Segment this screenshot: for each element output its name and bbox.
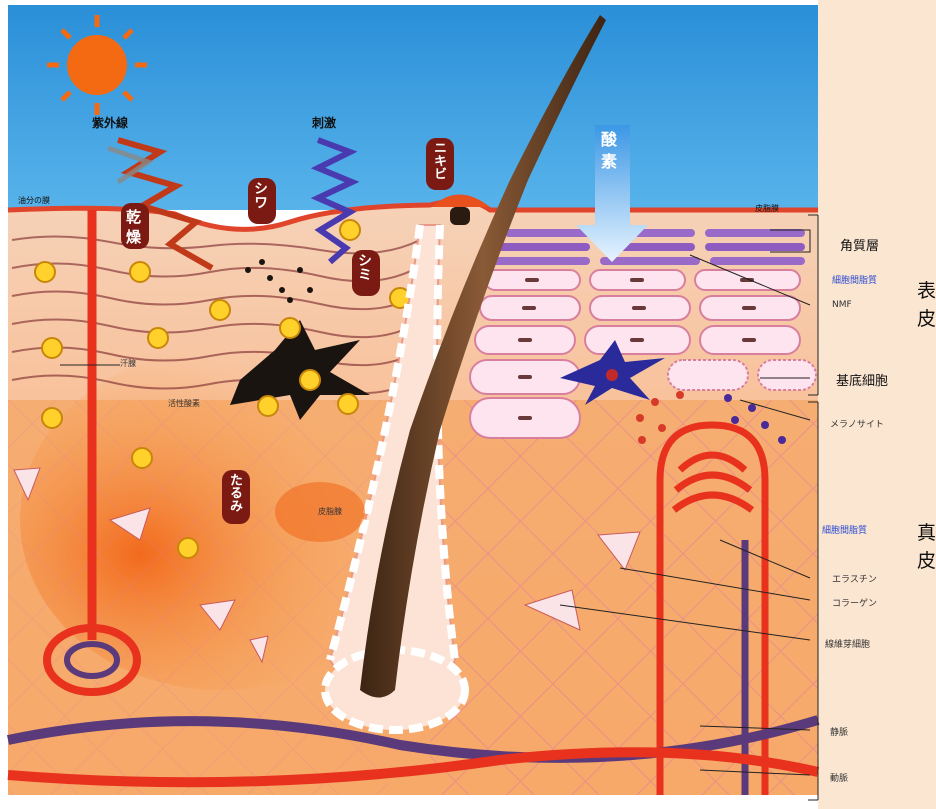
label-basal-cell: 基底細胞 bbox=[836, 370, 888, 389]
label-nmf: NMF bbox=[832, 300, 852, 310]
badge-spot: シミ bbox=[358, 253, 374, 281]
label-intercellular-lipid-top: 細胞間脂質 bbox=[832, 273, 877, 286]
label-stratum-corneum: 角質層 bbox=[840, 235, 879, 254]
label-oxygen-1: 酸 bbox=[601, 126, 617, 150]
acne-plug bbox=[450, 207, 470, 225]
label-sebum-film: 皮脂膜 bbox=[755, 203, 779, 214]
label-sweat-gland: 汗腺 bbox=[120, 358, 136, 369]
label-collagen: コラーゲン bbox=[832, 596, 877, 609]
label-stimulus: 刺激 bbox=[312, 114, 336, 131]
label-elastin: エラスチン bbox=[832, 572, 877, 585]
label-oxygen-2: 素 bbox=[601, 148, 617, 172]
label-intercellular-lipid-mid: 細胞間脂質 bbox=[822, 523, 867, 536]
label-dermis-1: 真 bbox=[917, 518, 936, 545]
basal-cell-row bbox=[668, 360, 816, 390]
label-artery: 動脈 bbox=[830, 771, 848, 784]
label-sebaceous-gland: 皮脂腺 bbox=[318, 506, 342, 517]
melanocyte-nucleus bbox=[606, 369, 618, 381]
label-vein: 静脈 bbox=[830, 725, 848, 738]
label-epidermis-1: 表 bbox=[917, 276, 936, 303]
badge-wrinkle: シワ bbox=[254, 181, 270, 209]
stratum-corneum bbox=[490, 229, 805, 265]
label-epidermis-2: 皮 bbox=[917, 304, 936, 331]
badge-dryness-2: 燥 bbox=[126, 226, 141, 247]
legend-panel bbox=[818, 0, 936, 809]
label-uv: 紫外線 bbox=[92, 114, 128, 131]
badge-dryness-1: 乾 bbox=[126, 206, 141, 227]
label-oil-film: 油分の膜 bbox=[18, 195, 50, 206]
badge-acne: ニキビ bbox=[432, 141, 448, 180]
label-melanocyte: メラノサイト bbox=[830, 417, 884, 430]
label-fibroblast: 線維芽細胞 bbox=[825, 637, 870, 650]
label-active-oxygen: 活性酸素 bbox=[168, 398, 200, 409]
badge-sagging: たるみ bbox=[228, 473, 244, 512]
label-dermis-2: 皮 bbox=[917, 546, 936, 573]
